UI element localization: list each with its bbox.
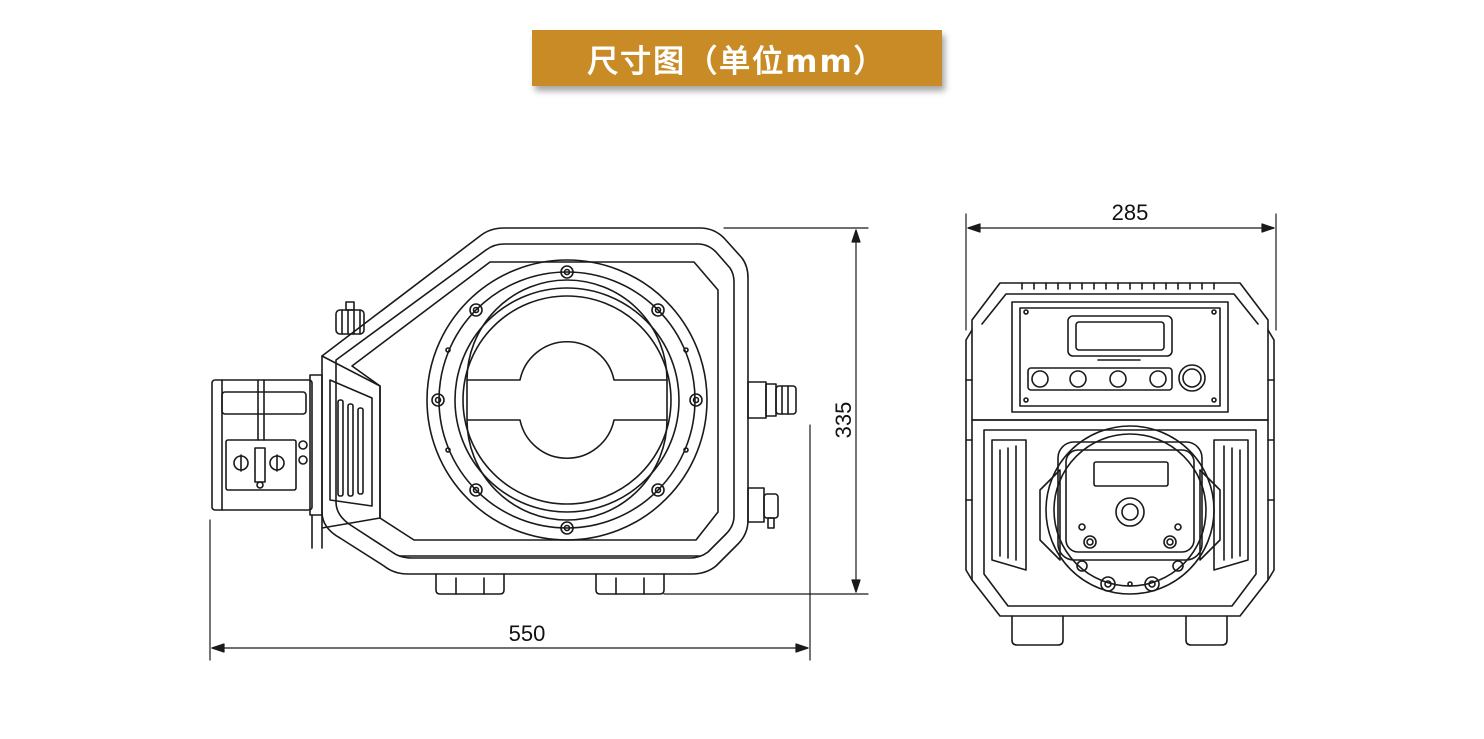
side-vent-panel: [321, 355, 381, 529]
front-side-ribs: [965, 329, 1275, 581]
side-feet: [435, 573, 665, 595]
front-pump-head: [1039, 425, 1221, 595]
title-text: 尺寸图（单位mm）: [587, 43, 887, 80]
front-view: 285: [965, 200, 1277, 646]
front-feet: [1011, 615, 1228, 646]
side-pump-head: [426, 259, 708, 541]
front-width-label: 285: [1112, 200, 1149, 225]
front-bottom-section: [971, 419, 1269, 617]
side-connector-block: [211, 374, 323, 549]
side-view: 550 335: [209, 227, 869, 661]
side-top-knob: [335, 301, 365, 335]
side-height-label: 335: [831, 402, 856, 439]
side-housing: [321, 227, 749, 575]
side-fittings: [747, 381, 797, 529]
side-width-label: 550: [509, 621, 546, 646]
front-top-section: [971, 282, 1269, 421]
front-dimension-lines: [965, 213, 1277, 331]
side-dimension-lines: [209, 227, 869, 661]
title-banner: 尺寸图（单位mm）: [532, 30, 942, 86]
